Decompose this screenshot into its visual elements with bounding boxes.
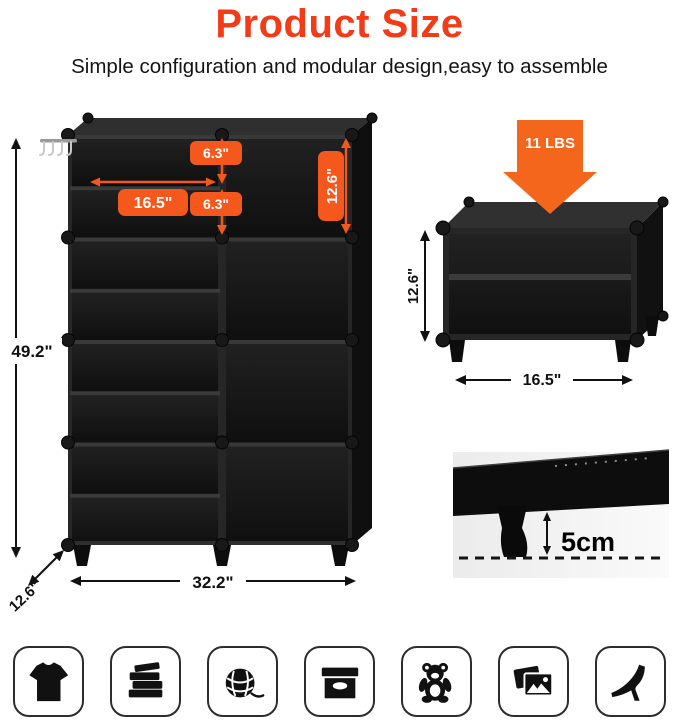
dim-column-width: 16.5" [90, 177, 216, 216]
yarn-ball-icon [225, 668, 264, 698]
foot-height-label: 5cm [561, 527, 615, 557]
depth-label: 12.6" [6, 578, 44, 615]
large-cube-height-label: 12.6" [324, 168, 341, 204]
yarn-tile [207, 646, 278, 717]
foot-shape [497, 506, 528, 557]
weight-label: 11 LBS [525, 135, 575, 152]
page-subtitle: Simple configuration and modular design,… [71, 55, 608, 78]
cube-width-label: 16.5" [523, 372, 562, 389]
column-width-label: 16.5" [134, 195, 173, 212]
single-cube-body [435, 196, 669, 362]
storage-box-icon [321, 667, 358, 698]
corner-connectors [61, 112, 378, 552]
teddy-bear-tile [401, 646, 472, 717]
teddy-bear-icon [418, 662, 451, 703]
high-heel-tile [595, 646, 666, 717]
page-title: Product Size [215, 2, 464, 46]
foot-detail: 5cm [452, 449, 670, 578]
photos-tile [498, 646, 569, 717]
total-width-label: 32.2" [192, 573, 233, 592]
photos-icon [513, 665, 553, 696]
dim-cube-height: 12.6" [405, 230, 430, 342]
tshirt-icon [28, 661, 68, 701]
books-stack-icon [128, 661, 162, 697]
high-heel-icon [610, 664, 645, 701]
cube-height-label: 12.6" [405, 268, 422, 304]
suitable-items-row [0, 646, 679, 717]
books-tile [110, 646, 181, 717]
weight-arrow: 11 LBS [503, 120, 597, 214]
tshirt-tile [13, 646, 84, 717]
dim-depth: 12.6" [6, 550, 64, 615]
storage-box-tile [304, 646, 375, 717]
dim-cube-width: 16.5" [455, 367, 633, 392]
dim-large-cube-height: 12.6" [318, 138, 351, 234]
small-cube-height-top-label: 6.3" [203, 145, 229, 161]
cube-feet [449, 316, 659, 362]
shelf-feet [73, 545, 349, 566]
hooks-icon [39, 139, 77, 156]
total-height-label: 49.2" [11, 342, 52, 361]
main-shelf-diagram: 16.5" 6.3" 6.3" 12.6" [2, 112, 378, 615]
dim-total-height: 49.2" [2, 138, 62, 558]
dim-small-cube-heights: 6.3" 6.3" [190, 138, 242, 235]
dim-total-width: 32.2" [70, 569, 356, 595]
single-cube-diagram: 11 LBS 12.6" 16.5" [405, 120, 670, 578]
small-cube-height-bottom-label: 6.3" [203, 196, 229, 212]
